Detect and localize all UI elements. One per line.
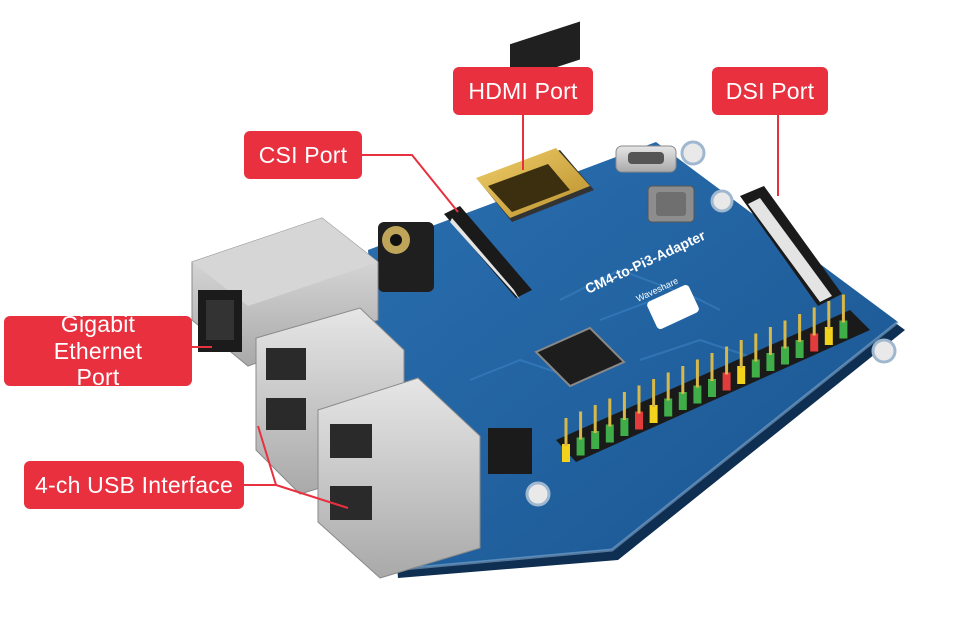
gpio-pin-tip	[768, 327, 772, 355]
gpio-pin-tip	[783, 320, 787, 349]
gpio-pin-tip	[798, 314, 802, 342]
gpio-pin-tip	[666, 372, 670, 401]
micro-usb-connector	[615, 145, 677, 173]
gpio-pin	[664, 398, 673, 417]
gpio-pin-tip	[725, 346, 729, 375]
gpio-pin	[766, 353, 775, 371]
main-chip	[534, 326, 626, 388]
gpio-pin	[708, 379, 716, 397]
gpio-pin	[678, 392, 687, 410]
gpio-pin-tip	[564, 418, 568, 446]
gpio-pin	[795, 340, 804, 358]
gpio-pin-tip	[579, 411, 583, 440]
hdmi-connector	[476, 21, 594, 222]
gpio-pin	[781, 346, 789, 365]
ethernet-label-line1: Gigabit Ethernet	[53, 311, 143, 364]
gpio-pin	[751, 359, 760, 378]
gpio-pin-tip	[754, 333, 758, 362]
gpio-pin	[605, 424, 614, 443]
dsi-connector	[740, 186, 842, 306]
small-header	[488, 428, 532, 474]
gpio-pin	[810, 333, 819, 352]
waveshare-logo	[647, 285, 699, 329]
gpio-pin-tip	[593, 405, 597, 433]
gpio-pin-tip	[841, 294, 845, 323]
callout-leaders	[192, 115, 779, 509]
gpio-pin-tip	[739, 340, 743, 368]
gpio-pin	[576, 437, 585, 456]
gpio-pin	[635, 411, 643, 430]
gpio-pin	[824, 327, 833, 345]
gpio-pin	[693, 385, 702, 404]
gpio-pin-tip	[652, 379, 656, 407]
gpio-pin-tip	[622, 392, 626, 420]
gpio-pin	[839, 320, 848, 339]
inductor	[647, 185, 695, 223]
usb-interface-callout: 4-ch USB Interface	[24, 461, 244, 509]
dsi-port-label: DSI Port	[725, 77, 815, 104]
gpio-pin-tip	[812, 307, 816, 336]
gpio-pin-tip	[710, 353, 714, 381]
gpio-pin	[620, 418, 629, 436]
gpio-pin-tip	[695, 359, 699, 388]
gpio-pin	[722, 372, 731, 391]
mounting-holes	[525, 140, 897, 507]
dsi-port-callout: DSI Port	[712, 67, 828, 115]
gpio-pin-tip	[637, 385, 641, 414]
csi-port-label: CSI Port	[258, 141, 348, 168]
gigabit-ethernet-callout: Gigabit Ethernet Port	[4, 311, 192, 390]
csi-port-callout: CSI Port	[244, 131, 362, 179]
ethernet-label-line2: Port	[76, 364, 120, 391]
gpio-pin	[562, 444, 570, 462]
hdmi-port-label: HDMI Port	[468, 77, 578, 104]
usb-ports-right	[317, 377, 481, 579]
gpio-pin-tip	[681, 366, 685, 394]
gpio-pin	[649, 405, 658, 423]
gpio-pins	[562, 294, 848, 462]
hdmi-port-callout: HDMI Port	[453, 67, 593, 115]
gpio-pin-tip	[827, 301, 831, 329]
usb-interface-label: 4-ch USB Interface	[35, 471, 233, 498]
gpio-pin	[591, 431, 600, 449]
gpio-pin	[737, 366, 746, 384]
audio-jack	[378, 222, 434, 292]
csi-connector	[444, 206, 532, 300]
gpio-pin-tip	[608, 398, 612, 427]
